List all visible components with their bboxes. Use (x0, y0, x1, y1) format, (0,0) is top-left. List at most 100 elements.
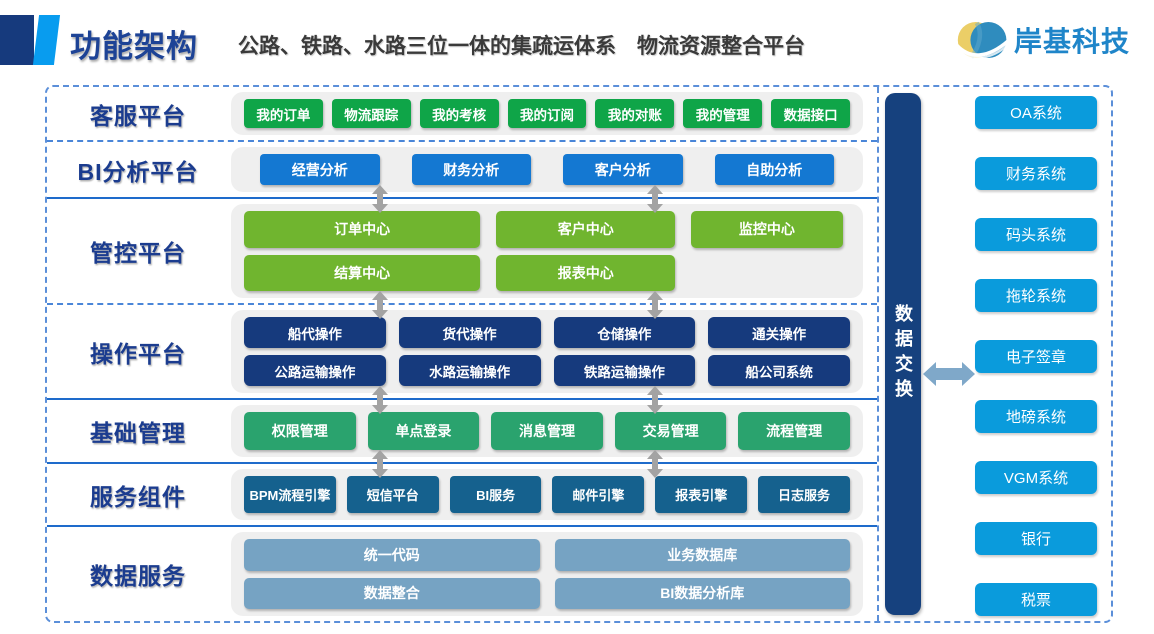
external-systems-list: OA系统 财务系统 码头系统 拖轮系统 电子签章 地磅系统 VGM系统 银行 税… (975, 96, 1097, 616)
feature-chip[interactable]: 业务数据库 (554, 539, 850, 571)
external-system-button[interactable]: 银行 (975, 522, 1097, 556)
feature-chip[interactable]: 我的对账 (595, 99, 675, 128)
up-down-arrow-icon (647, 450, 663, 478)
feature-chip[interactable]: 客户分析 (563, 154, 683, 185)
row-control-platform: 管控平台 订单中心 客户中心 监控中心 结算中心 报表中心 (47, 199, 877, 305)
feature-chip[interactable]: 订单中心 (244, 211, 481, 248)
row-track: 订单中心 客户中心 监控中心 结算中心 报表中心 (231, 204, 863, 298)
up-down-arrow-icon (372, 185, 388, 213)
row-label: 客服平台 (90, 102, 186, 129)
up-down-arrow-icon (372, 386, 388, 414)
header-accent-shape-blue (32, 15, 61, 65)
feature-chip[interactable]: 数据整合 (244, 577, 540, 609)
row-track: BPM流程引擎 短信平台 BI服务 邮件引擎 报表引擎 日志服务 (231, 469, 863, 520)
left-right-arrow-icon (923, 362, 975, 386)
feature-chip[interactable]: BPM流程引擎 (244, 476, 336, 513)
row-track: 我的订单 物流跟踪 我的考核 我的订阅 我的对账 我的管理 数据接口 (231, 92, 863, 135)
feature-chip[interactable]: 统一代码 (244, 539, 540, 571)
feature-chip[interactable]: 单点登录 (367, 412, 480, 450)
button-line: 船代操作 货代操作 仓储操作 通关操作 (244, 317, 850, 348)
feature-chip[interactable]: 权限管理 (244, 412, 356, 450)
feature-chip[interactable]: 邮件引擎 (552, 476, 645, 513)
feature-chip[interactable]: 货代操作 (398, 317, 541, 348)
feature-chip[interactable]: 仓储操作 (553, 317, 696, 348)
feature-chip[interactable]: 结算中心 (244, 254, 481, 291)
platform-rows-region: 客服平台 我的订单 物流跟踪 我的考核 我的订阅 我的对账 我的管理 数据接口 … (47, 87, 877, 621)
external-system-button[interactable]: 地磅系统 (975, 400, 1097, 434)
external-system-button[interactable]: 财务系统 (975, 156, 1097, 190)
row-track: 经营分析 财务分析 客户分析 自助分析 (231, 147, 863, 192)
up-down-arrow-icon (647, 185, 663, 213)
feature-chip[interactable]: 监控中心 (691, 211, 843, 248)
feature-chip[interactable]: 交易管理 (614, 412, 727, 450)
up-down-arrow-icon (647, 386, 663, 414)
row-data-services: 数据服务 统一代码 业务数据库 数据整合 BI数据分析库 (47, 527, 877, 621)
row-label: 基础管理 (90, 420, 186, 446)
button-line: BPM流程引擎 短信平台 BI服务 邮件引擎 报表引擎 日志服务 (244, 476, 850, 513)
row-customer-service-platform: 客服平台 我的订单 物流跟踪 我的考核 我的订阅 我的对账 我的管理 数据接口 (47, 87, 877, 142)
feature-chip[interactable]: 我的考核 (419, 99, 499, 128)
button-line: 经营分析 财务分析 客户分析 自助分析 (244, 154, 850, 185)
row-label: 操作平台 (90, 340, 186, 367)
feature-chip[interactable]: 水路运输操作 (398, 355, 541, 386)
feature-chip[interactable]: 客户中心 (496, 211, 676, 248)
data-exchange-bar: 数据交换 (885, 93, 921, 615)
row-label: 管控平台 (90, 240, 186, 266)
feature-chip[interactable]: 物流跟踪 (331, 99, 411, 128)
row-track: 权限管理 单点登录 消息管理 交易管理 流程管理 (231, 405, 863, 457)
up-down-arrow-icon (372, 450, 388, 478)
row-track: 船代操作 货代操作 仓储操作 通关操作 公路运输操作 水路运输操作 铁路运输操作… (231, 310, 863, 393)
feature-chip[interactable]: 日志服务 (758, 476, 850, 513)
feature-chip[interactable]: 船公司系统 (708, 355, 850, 386)
button-line: 公路运输操作 水路运输操作 铁路运输操作 船公司系统 (244, 355, 850, 386)
button-line: 我的订单 物流跟踪 我的考核 我的订阅 我的对账 我的管理 数据接口 (244, 99, 851, 128)
feature-chip[interactable]: 数据接口 (771, 99, 851, 128)
row-service-components: 服务组件 BPM流程引擎 短信平台 BI服务 邮件引擎 报表引擎 日志服务 (47, 464, 877, 527)
row-label: 服务组件 (90, 483, 186, 510)
up-down-arrow-icon (647, 291, 663, 319)
architecture-board: 客服平台 我的订单 物流跟踪 我的考核 我的订阅 我的对账 我的管理 数据接口 … (45, 85, 1113, 623)
external-systems-region: 数据交换 OA系统 财务系统 码头系统 拖轮系统 电子签章 地磅系统 VGM系统… (877, 87, 1111, 621)
feature-chip[interactable]: 公路运输操作 (244, 355, 386, 386)
feature-chip[interactable]: 我的订单 (244, 99, 323, 128)
feature-chip[interactable]: 船代操作 (244, 317, 386, 348)
logo-icon (956, 21, 1010, 59)
row-label: 数据服务 (90, 563, 186, 589)
feature-chip[interactable]: 我的管理 (683, 99, 763, 128)
page-subtitle: 公路、铁路、水路三位一体的集疏运体系 物流资源整合平台 (238, 35, 805, 58)
button-line: 统一代码 业务数据库 (244, 539, 850, 571)
feature-chip[interactable]: 报表中心 (496, 254, 676, 291)
feature-chip[interactable]: BI数据分析库 (554, 577, 850, 609)
external-system-button[interactable]: 税票 (975, 583, 1097, 616)
feature-chip[interactable]: 消息管理 (491, 412, 603, 450)
external-system-button[interactable]: OA系统 (975, 96, 1097, 129)
up-down-arrow-icon (372, 291, 388, 319)
feature-chip[interactable]: 报表引擎 (655, 476, 748, 513)
feature-chip[interactable]: 经营分析 (260, 154, 380, 185)
header-accent-shape-navy (0, 15, 34, 65)
logo-text: 岸基科技 (1014, 26, 1131, 57)
external-system-button[interactable]: 码头系统 (975, 217, 1097, 251)
feature-chip[interactable]: 通关操作 (708, 317, 850, 348)
feature-chip[interactable]: 流程管理 (738, 412, 850, 450)
row-label: BI分析平台 (77, 158, 199, 185)
feature-chip[interactable]: 短信平台 (346, 476, 439, 513)
row-track: 统一代码 业务数据库 数据整合 BI数据分析库 (231, 532, 863, 616)
external-system-button[interactable]: VGM系统 (975, 461, 1097, 495)
company-logo: 岸基科技 (956, 12, 1154, 68)
feature-chip[interactable]: BI服务 (449, 476, 542, 513)
page-title: 功能架构 (70, 29, 198, 64)
button-line: 数据整合 BI数据分析库 (244, 577, 850, 609)
external-system-button[interactable]: 电子签章 (975, 339, 1097, 373)
row-operation-platform: 操作平台 船代操作 货代操作 仓储操作 通关操作 公路运输操作 水路运输操作 铁… (47, 305, 877, 400)
feature-chip[interactable]: 自助分析 (714, 154, 834, 185)
external-system-button[interactable]: 拖轮系统 (975, 278, 1097, 312)
row-basic-management: 基础管理 权限管理 单点登录 消息管理 交易管理 流程管理 (47, 400, 877, 464)
feature-chip[interactable]: 我的订阅 (507, 99, 587, 128)
feature-chip[interactable]: 财务分析 (411, 154, 531, 185)
row-bi-analysis-platform: BI分析平台 经营分析 财务分析 客户分析 自助分析 (47, 142, 877, 199)
button-line: 权限管理 单点登录 消息管理 交易管理 流程管理 (244, 412, 850, 450)
feature-chip[interactable]: 铁路运输操作 (553, 355, 696, 386)
button-line: 结算中心 报表中心 (244, 254, 850, 291)
